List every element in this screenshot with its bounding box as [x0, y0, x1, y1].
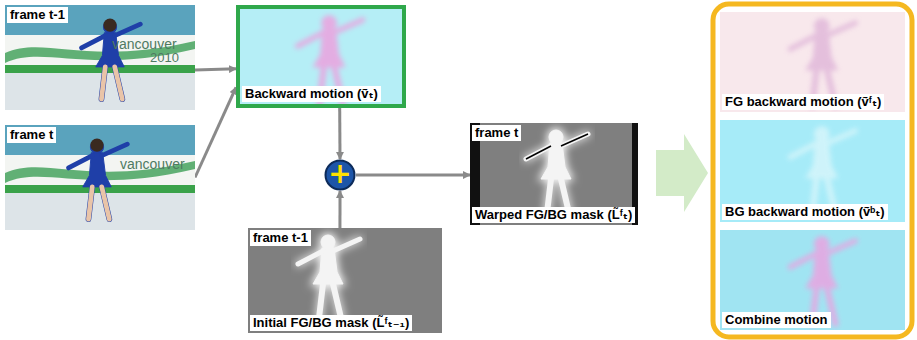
output-panel [713, 4, 912, 337]
panel-label: Combine motion [722, 312, 831, 328]
flow-arrow [195, 87, 236, 177]
flow-arrow [338, 108, 341, 159]
image-panel: BG backward motion (ṽᵇₜ) [720, 120, 905, 222]
panel-label: Warped FG/BG mask (L̃ᶠₜ) [472, 207, 635, 223]
panel-label: BG backward motion (ṽᵇₜ) [722, 204, 888, 220]
image-panel: Combine motion [720, 230, 905, 330]
panel-label: Initial FG/BG mask (L̃ᶠₜ₋₁) [250, 315, 412, 331]
panel-label: frame t [7, 127, 56, 143]
panel-label: frame t-1 [250, 230, 311, 246]
image-panel: FG backward motion (ṽᶠₜ) [720, 12, 905, 112]
flow-arrow [356, 174, 470, 177]
panel-label: frame t [472, 125, 521, 141]
plus-sign: + [324, 159, 356, 189]
image-panel: Backward motion (ṽₜ) [236, 5, 406, 108]
panel-label: Backward motion (ṽₜ) [242, 86, 381, 102]
banner-text: vancouver [120, 156, 185, 172]
plus-circle: + [324, 159, 356, 191]
flow-arrow [338, 191, 341, 228]
image-panel: frame t Warped FG/BG mask (L̃ᶠₜ) [470, 123, 638, 225]
banner-text: vancouver [112, 36, 177, 52]
flow-arrow [195, 69, 236, 70]
big-arrow [656, 134, 708, 212]
image-panel: frame t-1Initial FG/BG mask (L̃ᶠₜ₋₁) [248, 228, 442, 333]
panel-label: FG backward motion (ṽᶠₜ) [722, 94, 884, 110]
banner-text: 2010 [150, 50, 179, 66]
image-panel: frame t [5, 125, 195, 230]
panel-label: frame t-1 [7, 7, 68, 23]
